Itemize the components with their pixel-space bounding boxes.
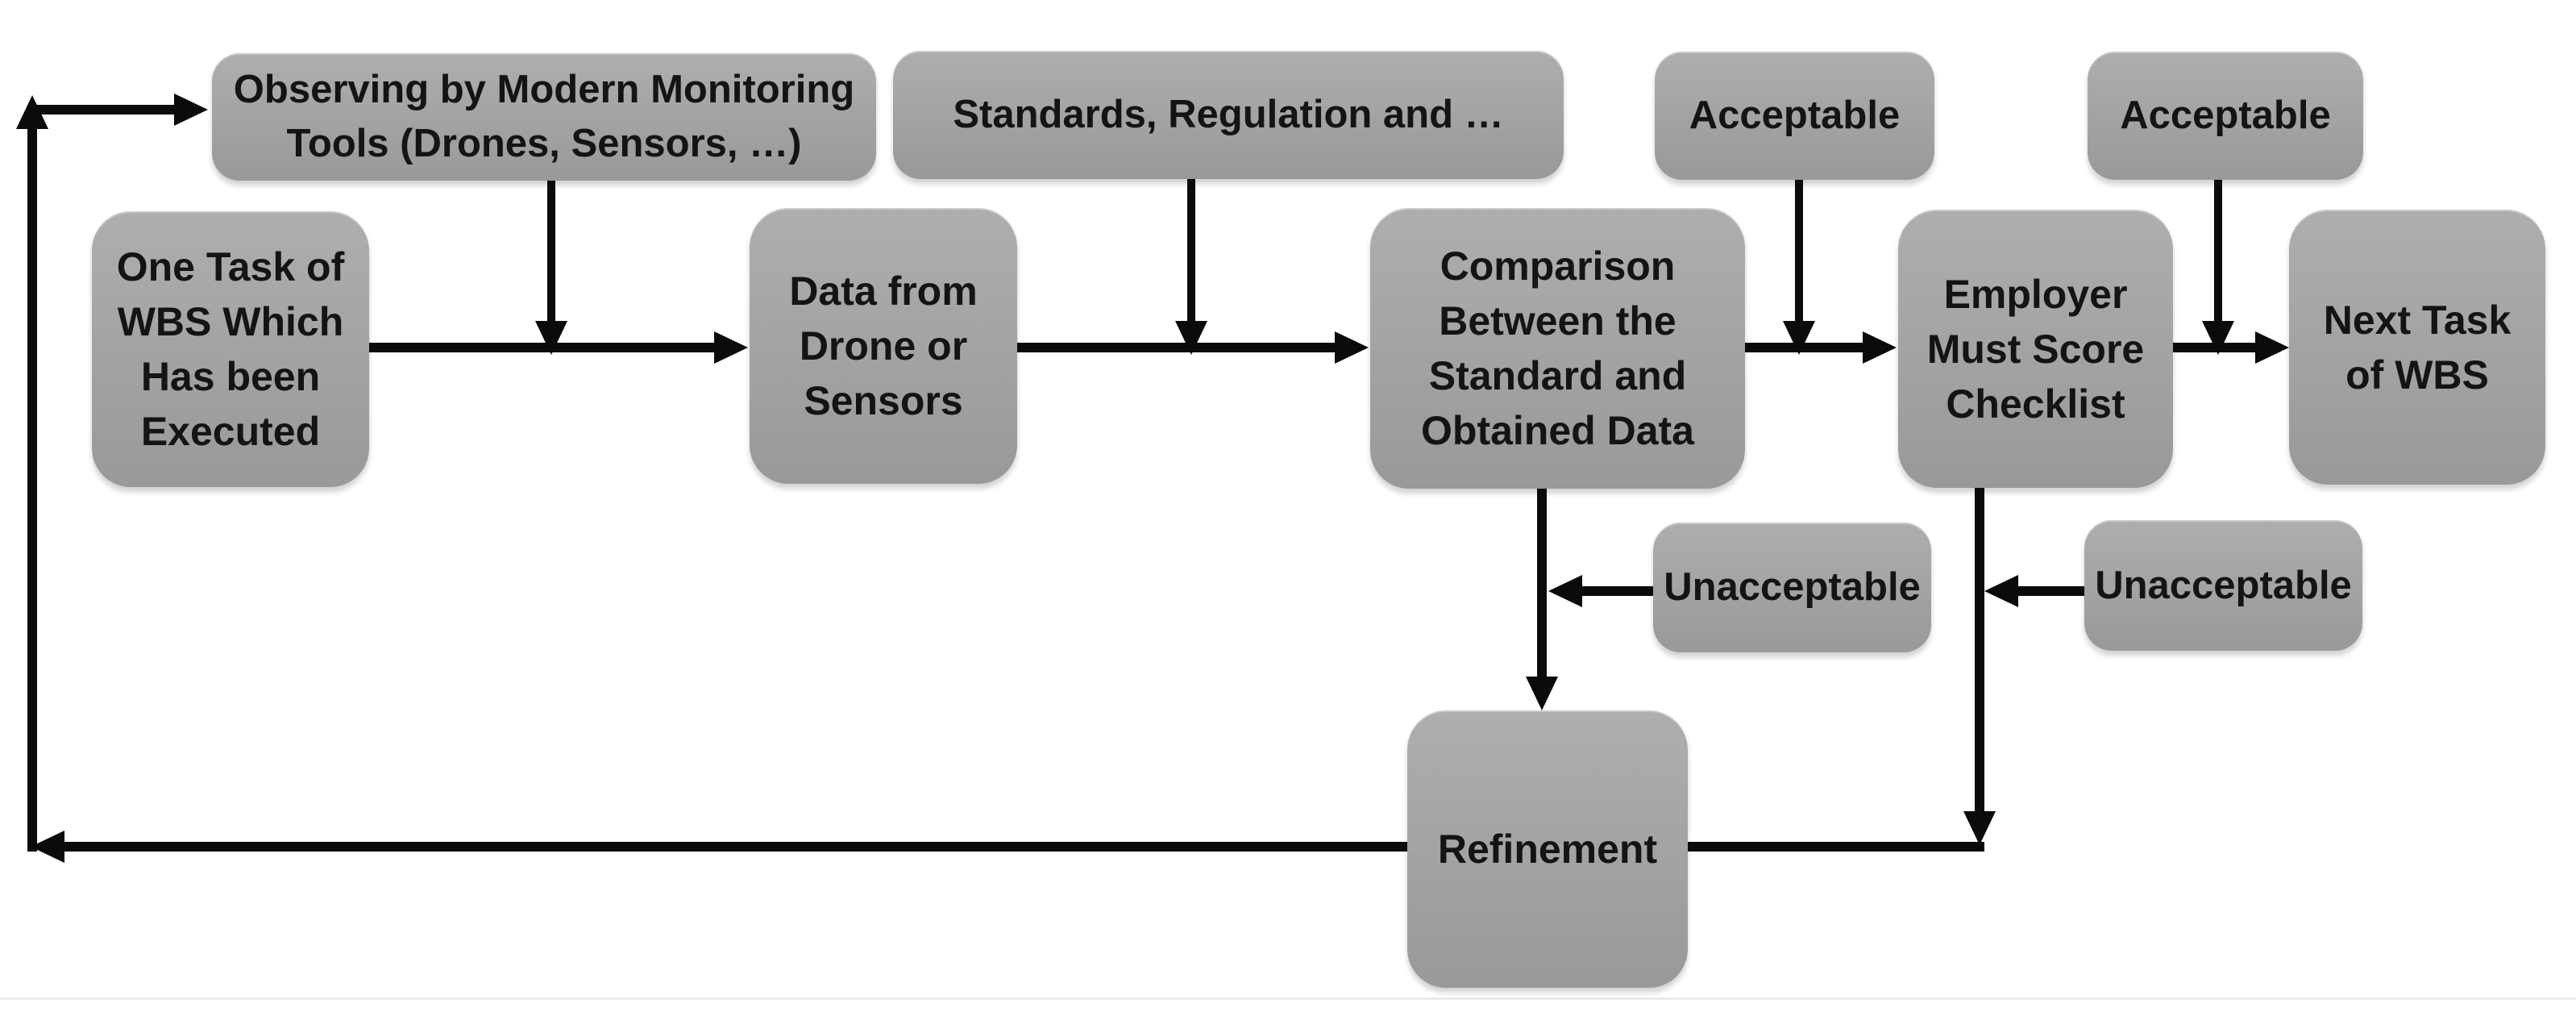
arrow-comparison-to-employer-head-icon xyxy=(1863,331,1897,364)
arrow-one-task-to-data-head-icon xyxy=(714,331,748,364)
arrow-unacceptable2-left-head-icon xyxy=(1984,575,2018,607)
arrow-standards-down-line xyxy=(1187,179,1195,321)
arrow-acceptable2-down-line xyxy=(2214,180,2222,321)
node-acceptable-2: Acceptable xyxy=(2088,52,2363,180)
node-standards-regulation: Standards, Regulation and … xyxy=(893,51,1564,179)
node-refinement: Refinement xyxy=(1407,710,1688,988)
arrow-acceptable2-down-head-icon xyxy=(2202,321,2234,355)
node-next-task-of-wbs: Next Task of WBS xyxy=(2289,210,2545,485)
arrow-observing-down-line xyxy=(547,181,555,321)
node-data-from-drone-or-sensors: Data from Drone or Sensors xyxy=(750,208,1017,484)
arrow-acceptable1-down-line xyxy=(1795,180,1803,321)
arrow-comparison-to-refinement-head-icon xyxy=(1526,677,1558,710)
arrow-observing-down-head-icon xyxy=(535,321,567,355)
arrow-unacceptable2-left-line xyxy=(2018,586,2084,596)
feedback-top-line xyxy=(27,105,174,115)
feedback-to-observing-head-icon xyxy=(174,94,208,126)
arrow-employer-to-next-head-icon xyxy=(2255,331,2289,364)
arrow-comparison-to-refinement-line xyxy=(1537,489,1547,677)
node-unacceptable-1: Unacceptable xyxy=(1653,523,1931,652)
feedback-bottom-line xyxy=(64,842,1407,852)
node-unacceptable-2: Unacceptable xyxy=(2084,520,2362,651)
node-one-task-of-wbs-executed: One Task of WBS Which Has been Executed xyxy=(92,211,369,487)
arrow-employer-down-line xyxy=(1975,488,1984,811)
node-comparison-standard-obtained-data: Comparison Between the Standard and Obta… xyxy=(1370,208,1745,489)
arrow-data-to-comparison-head-icon xyxy=(1335,331,1369,364)
arrow-standards-down-head-icon xyxy=(1175,321,1207,355)
arrow-unacceptable1-left-line xyxy=(1582,586,1653,596)
arrow-employer-down-head-icon xyxy=(1963,811,1996,845)
arrow-unacceptable1-left-head-icon xyxy=(1548,575,1582,607)
node-employer-must-score-checklist: Employer Must Score Checklist xyxy=(1898,210,2173,488)
node-acceptable-1: Acceptable xyxy=(1655,52,1934,180)
node-observing-by-modern-monitoring-tools: Observing by Modern Monitoring Tools (Dr… xyxy=(212,53,876,181)
feedback-left-line xyxy=(27,129,37,852)
arrow-acceptable1-down-head-icon xyxy=(1783,321,1815,355)
bottom-divider xyxy=(0,997,2576,1000)
connector-refinement-right-line xyxy=(1688,842,1984,852)
